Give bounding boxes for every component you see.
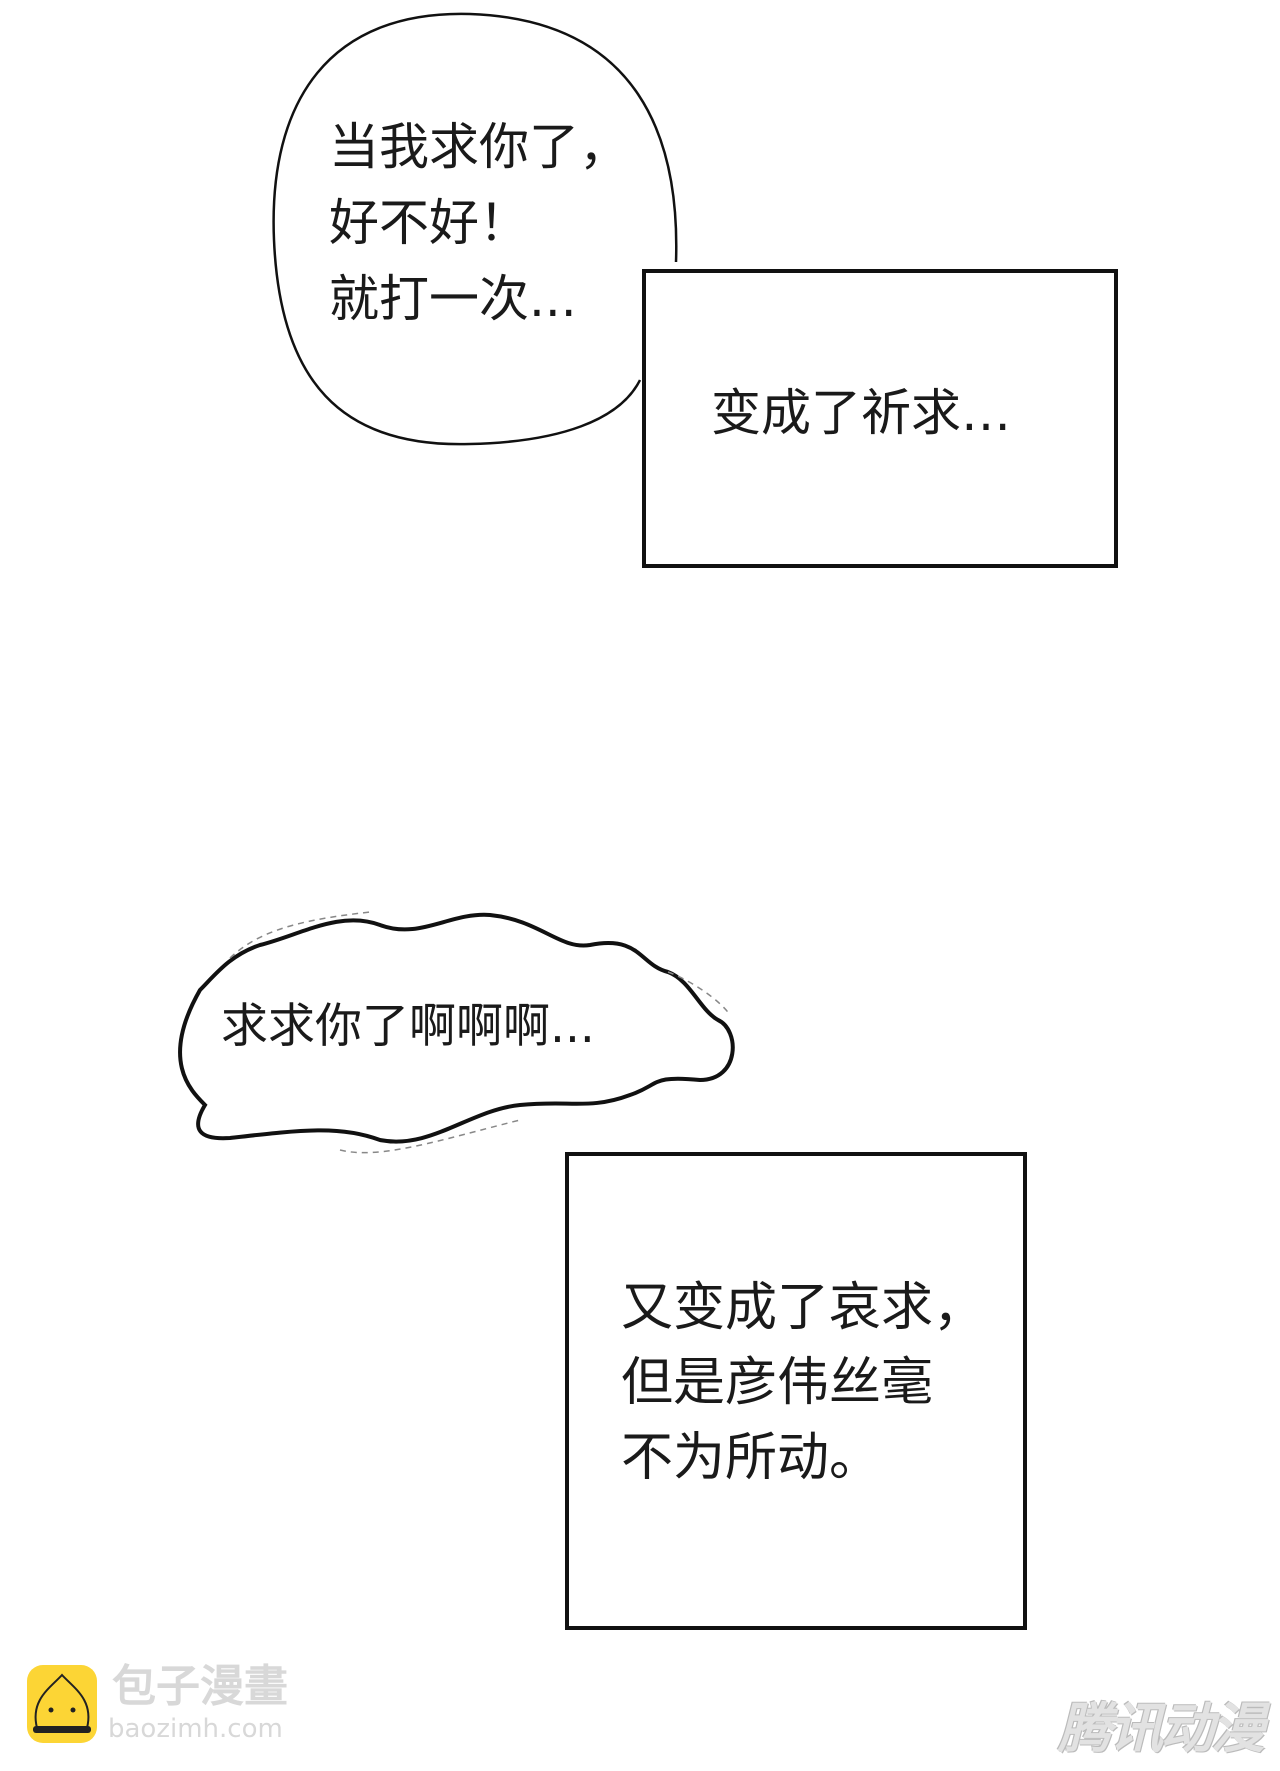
baozi-logo-icon [27, 1665, 97, 1743]
speech-line: 当我求你了， [329, 118, 629, 176]
caption-box-1-text: 变成了祈求… [711, 384, 1011, 442]
watermark-url: baozimh.com [108, 1714, 283, 1744]
speech-bubble-text: 当我求你了， 好不好！ 就打一次... [329, 122, 629, 350]
caption-box-2 [565, 1152, 1027, 1630]
cloud-bubble-outline [178, 912, 735, 1144]
caption-box-1 [642, 269, 1118, 568]
watermark-title: 包子漫畫 [112, 1661, 288, 1712]
cloud-bubble-text: 求求你了啊啊啊... [221, 999, 595, 1054]
speech-line: 就打一次... [329, 270, 577, 328]
caption-box-2-text: 又变成了哀求， 但是彦伟丝毫 不为所动。 [621, 1282, 985, 1507]
speech-line: 好不好！ [329, 194, 529, 252]
speech-bubble-outline [272, 12, 678, 446]
caption-line: 但是彦伟丝毫 [621, 1353, 934, 1413]
watermark-tencent-logo: 腾讯动漫 [1058, 1697, 1265, 1760]
cloud-bubble-trembles [229, 911, 731, 1154]
caption-line: 又变成了哀求， [621, 1278, 986, 1338]
caption-line: 不为所动。 [621, 1428, 882, 1488]
